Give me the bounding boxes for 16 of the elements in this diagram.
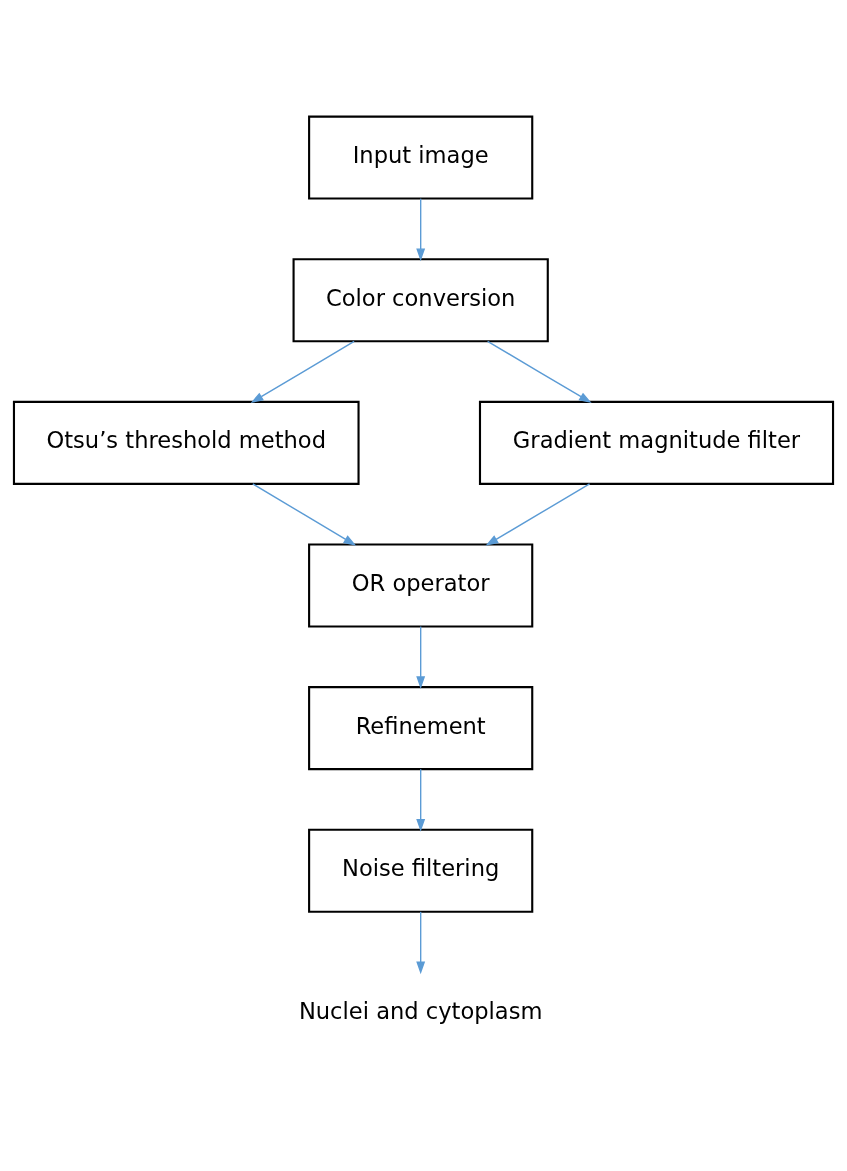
arrow [416, 911, 426, 975]
arrow [485, 483, 591, 546]
node-box: Gradient magnitude filter [478, 400, 835, 485]
arrow [486, 340, 592, 403]
arrow [416, 768, 426, 832]
arrow [250, 340, 355, 403]
node-box: Refinement [308, 686, 534, 771]
node-box: Noise filtering [308, 828, 534, 913]
node-box: Input image [308, 115, 534, 200]
node-box: Otsu’s threshold method [12, 400, 360, 485]
arrow [416, 198, 426, 262]
node-box: Color conversion [292, 258, 549, 343]
arrow [252, 483, 357, 546]
node-box: OR operator [308, 543, 534, 628]
arrow [416, 625, 426, 690]
node-text: Nuclei and cytoplasm [298, 997, 543, 1024]
